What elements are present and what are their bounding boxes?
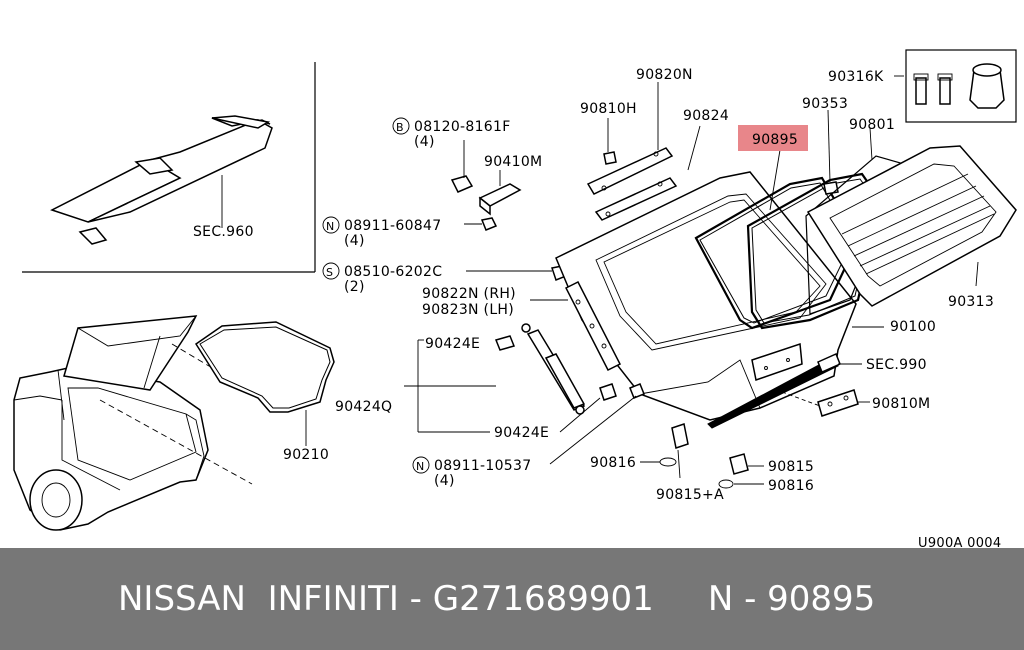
- rear-glass-90313: [806, 145, 1017, 307]
- bolt-08120: [392, 117, 474, 193]
- label-90100: 90100: [890, 319, 936, 335]
- label-90823n: 90823N (LH): [422, 302, 514, 318]
- label-08911a-n: N: [326, 220, 335, 233]
- label-08911b-qty: (4): [434, 473, 455, 489]
- label-90810m: 90810M: [872, 396, 930, 412]
- label-08911b: 08911-10537: [434, 458, 531, 474]
- label-90424q: 90424Q: [335, 399, 392, 415]
- hinge-plate-90820n: [586, 82, 678, 221]
- label-08510: 08510-6202C: [344, 264, 442, 280]
- footer-part-code: N - 90895: [653, 579, 876, 619]
- label-08120: 08120-8161F: [414, 119, 511, 135]
- diagram-code: U900A 0004: [918, 536, 1001, 548]
- label-90313: 90313: [948, 294, 994, 310]
- label-08911a: 08911-60847: [344, 218, 441, 234]
- label-sec990: SEC.990: [866, 357, 927, 373]
- label-sec960: SEC.960: [193, 224, 254, 240]
- label-90410m: 90410M: [484, 154, 542, 170]
- label-90816-b: 90816: [768, 478, 814, 494]
- bumper-90822n: [530, 280, 622, 372]
- footer-brand-part-number: NISSAN INFINITI - G271689901: [118, 579, 654, 619]
- label-90801: 90801: [849, 117, 895, 133]
- back-door-panel-90100: [555, 171, 884, 421]
- label-08911b-n: N: [416, 460, 425, 473]
- label-90810h: 90810H: [580, 101, 637, 117]
- garnish-sec990: [707, 352, 862, 429]
- label-90824: 90824: [683, 108, 729, 124]
- label-90424e-a: 90424E: [425, 336, 480, 352]
- car-trunk-illustration: [13, 315, 267, 531]
- label-90424e-b: 90424E: [494, 425, 549, 441]
- label-90822n: 90822N (RH): [422, 286, 516, 302]
- hinge-90410m: [478, 170, 522, 216]
- nut-08911a: [322, 216, 498, 234]
- label-90815a: 90815+A: [656, 487, 724, 503]
- spoiler-illustration: [22, 62, 316, 273]
- label-90210: 90210: [283, 447, 329, 463]
- stopper-90810m: [781, 389, 870, 417]
- nut-08911b: [412, 383, 645, 474]
- label-90820n: 90820N: [636, 67, 693, 83]
- label-90353: 90353: [802, 96, 848, 112]
- footer-bar: NISSAN INFINITI - G271689901 N - 90895: [0, 548, 1024, 650]
- highlight-90895: [738, 125, 808, 151]
- label-08911a-qty: (4): [344, 233, 365, 249]
- label-90316k: 90316K: [828, 69, 884, 85]
- label-90816-a: 90816: [590, 455, 636, 471]
- label-90815: 90815: [768, 459, 814, 475]
- lamp-90815a: [640, 423, 689, 479]
- inset-90316k: [894, 49, 1017, 123]
- label-08510-s: S: [326, 266, 333, 279]
- gas-stay-90424q: [404, 323, 617, 433]
- lamp-90815: [718, 453, 764, 489]
- label-08120-qty: (4): [414, 134, 435, 150]
- label-90895: 90895: [752, 132, 798, 148]
- label-08120-b: B: [396, 121, 404, 134]
- parts-diagram: SEC.960 90210 B 08120-8161F (4) 90410M: [13, 49, 1017, 548]
- weatherstrip-90210: [194, 321, 335, 446]
- label-08510-qty: (2): [344, 279, 365, 295]
